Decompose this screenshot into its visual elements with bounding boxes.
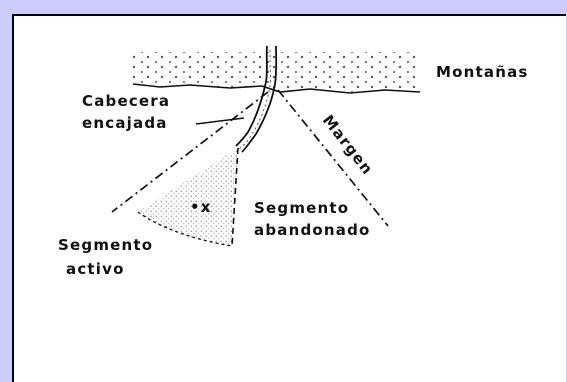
label-margin: Margen xyxy=(319,111,377,178)
label-mountains: Montañas xyxy=(436,63,529,81)
head-leader-line xyxy=(195,117,245,125)
mountain-front-line xyxy=(132,83,421,94)
channel-left-bank xyxy=(235,45,268,147)
label-head-line1: Cabecera xyxy=(82,92,170,110)
channel-fill xyxy=(238,49,271,150)
label-abandoned-line2: abandonado xyxy=(254,221,371,239)
fan-margin-left xyxy=(111,91,269,213)
active-segment-arc xyxy=(137,211,233,247)
label-active-line2: activo xyxy=(66,260,125,278)
channel-right-bank xyxy=(241,45,278,153)
active-segment-boundary xyxy=(231,147,239,247)
active-segment-area xyxy=(138,148,238,246)
label-head-line2: encajada xyxy=(82,114,168,132)
label-active-line1: Segmento xyxy=(58,236,153,254)
label-abandoned-line1: Segmento xyxy=(254,199,349,217)
active-point-marker: •x xyxy=(190,198,212,216)
